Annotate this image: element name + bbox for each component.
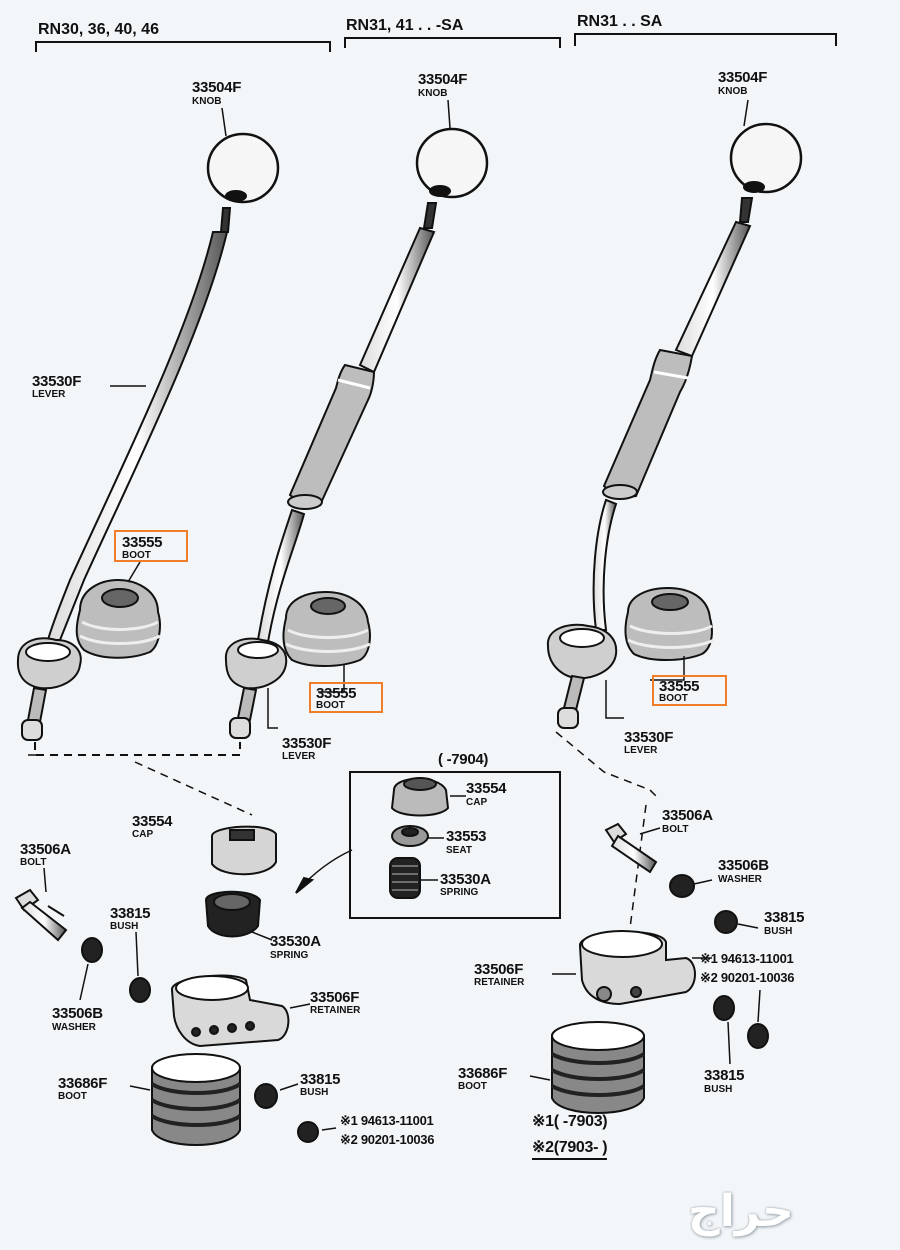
part-number-knob-2: 33504F bbox=[418, 71, 468, 88]
part-desc-bush-2: BUSH bbox=[300, 1087, 329, 1098]
part-number-boot-1: 33555 bbox=[122, 534, 163, 551]
part-desc-bush-1: BUSH bbox=[110, 921, 139, 932]
header-col3: RN31 . . SA bbox=[577, 13, 663, 30]
highlight-box-boot-1 bbox=[114, 530, 188, 562]
header-col1: RN30, 36, 40, 46 bbox=[38, 21, 159, 38]
part-desc-knob-1: KNOB bbox=[192, 96, 222, 107]
watermark-logo: حراج bbox=[688, 1186, 794, 1237]
part-desc-washer-1: WASHER bbox=[52, 1022, 96, 1033]
footnote-1: ※1( -7903) bbox=[532, 1113, 608, 1130]
header-col2: RN31, 41 . . -SA bbox=[346, 17, 464, 34]
part-desc-lever-2: LEVER bbox=[282, 751, 316, 762]
part-number-boot-lower-2: 33686F bbox=[458, 1065, 508, 1082]
inset-box bbox=[295, 771, 561, 919]
part-desc-washer-2: WASHER bbox=[718, 874, 762, 885]
lever-assembly-1 bbox=[16, 132, 280, 756]
upper-boot-2 bbox=[282, 590, 371, 693]
part-number-lever-2: 33530F bbox=[282, 735, 332, 752]
part-number-cap-1: 33554 bbox=[132, 813, 173, 830]
part-desc-boot-1: BOOT bbox=[122, 550, 151, 561]
part-desc-seat: SEAT bbox=[446, 845, 472, 856]
part-desc-boot-2: BOOT bbox=[316, 700, 345, 711]
alt-part-left-2: ※2 90201-10036 bbox=[340, 1132, 435, 1147]
upper-boot-3 bbox=[624, 586, 715, 681]
part-desc-lever-3: LEVER bbox=[624, 745, 658, 756]
part-desc-bush-4: BUSH bbox=[704, 1084, 733, 1095]
part-number-spring-2: 33530A bbox=[440, 871, 491, 888]
part-number-knob-3: 33504F bbox=[718, 69, 768, 86]
part-number-retainer-1: 33506F bbox=[310, 989, 360, 1006]
part-desc-bolt-1: BOLT bbox=[20, 857, 47, 868]
part-desc-spring-1: SPRING bbox=[270, 950, 309, 961]
highlight-box-boot-2 bbox=[309, 682, 383, 713]
part-desc-knob-3: KNOB bbox=[718, 86, 748, 97]
part-number-spring-1: 33530A bbox=[270, 933, 321, 950]
part-number-seat: 33553 bbox=[446, 828, 487, 845]
part-desc-spring-2: SPRING bbox=[440, 887, 479, 898]
part-number-lever-3: 33530F bbox=[624, 729, 674, 746]
footnote-2: ※2(7903- ) bbox=[532, 1140, 608, 1160]
part-desc-cap-2: CAP bbox=[466, 797, 488, 808]
alt-part-right-1: ※1 94613-11001 bbox=[700, 951, 794, 966]
part-number-lever-1: 33530F bbox=[32, 373, 82, 390]
lever-assembly-2 bbox=[224, 127, 489, 739]
part-number-bush-3: 33815 bbox=[764, 909, 805, 926]
alt-part-left-1: ※1 94613-11001 bbox=[340, 1113, 434, 1128]
upper-boot-1 bbox=[75, 561, 161, 659]
part-desc-bush-3: BUSH bbox=[764, 926, 793, 937]
part-number-bolt-2: 33506A bbox=[662, 807, 713, 824]
part-desc-cap-1: CAP bbox=[132, 829, 154, 840]
lower-assembly-left bbox=[14, 825, 337, 1146]
part-number-washer-1: 33506B bbox=[52, 1005, 103, 1022]
part-number-boot-lower-1: 33686F bbox=[58, 1075, 108, 1092]
part-desc-bolt-2: BOLT bbox=[662, 824, 689, 835]
lever-assembly-3 bbox=[546, 122, 803, 729]
highlight-box-boot-3 bbox=[652, 675, 727, 706]
part-number-bush-1: 33815 bbox=[110, 905, 151, 922]
part-number-retainer-2: 33506F bbox=[474, 961, 524, 978]
inset-range: ( -7904) bbox=[438, 751, 489, 768]
part-desc-knob-2: KNOB bbox=[418, 88, 448, 99]
lower-assembly-right bbox=[529, 822, 769, 1114]
part-number-bush-2: 33815 bbox=[300, 1071, 341, 1088]
part-number-boot-3: 33555 bbox=[659, 678, 700, 695]
part-number-knob-1: 33504F bbox=[192, 79, 242, 96]
part-desc-retainer-1: RETAINER bbox=[310, 1005, 361, 1016]
part-number-cap-2: 33554 bbox=[466, 780, 507, 797]
header-brackets bbox=[35, 33, 837, 52]
part-desc-boot-lower-2: BOOT bbox=[458, 1081, 487, 1092]
part-desc-lever-1: LEVER bbox=[32, 389, 66, 400]
part-number-bolt-1: 33506A bbox=[20, 841, 71, 858]
part-number-washer-2: 33506B bbox=[718, 857, 769, 874]
alt-part-right-2: ※2 90201-10036 bbox=[700, 970, 795, 985]
part-number-boot-2: 33555 bbox=[316, 685, 357, 702]
leader-lines bbox=[28, 99, 749, 929]
part-desc-boot-lower-1: BOOT bbox=[58, 1091, 87, 1102]
part-number-bush-4: 33815 bbox=[704, 1067, 745, 1084]
part-desc-boot-3: BOOT bbox=[659, 693, 688, 704]
part-desc-retainer-2: RETAINER bbox=[474, 977, 525, 988]
